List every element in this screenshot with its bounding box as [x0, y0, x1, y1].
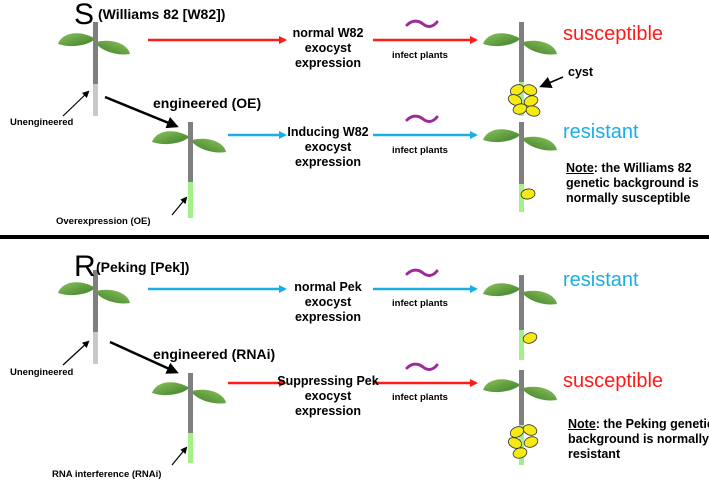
step-w82-normal: normal W82 exocyst expression: [292, 26, 364, 70]
rnai-label: RNA interference (RNAi): [52, 469, 162, 480]
step-pek-normal: normal Pek exocyst expression: [294, 280, 362, 324]
arrow-to-engineered-oe: [104, 95, 179, 129]
plant-pek-engineered: [152, 373, 226, 463]
outcome-w82-resistant: resistant: [563, 121, 639, 143]
nematode-icon: [405, 19, 439, 28]
plant-w82-resistant-result: [483, 122, 557, 212]
unengineered-label-bottom: Unengineered: [10, 367, 74, 378]
section-divider: [0, 235, 709, 239]
outcome-pek-susceptible: susceptible: [563, 370, 664, 392]
step-w82-inducing: Inducing W82 exocyst expression: [287, 125, 369, 169]
overexpression-label: Overexpression (OE): [56, 216, 151, 227]
plant-pek-unengineered: [58, 270, 130, 364]
plant-w82-susceptible-result: [483, 22, 557, 116]
cultivar-w82-label: (Williams 82 [W82]): [98, 6, 226, 22]
arrow-unengineered-bottom: [62, 340, 90, 366]
nematode-icon: [405, 114, 439, 123]
infect-label-top-1: infect plants: [392, 50, 448, 61]
cultivar-pek-label: (Peking [Pek]): [96, 259, 190, 275]
note-w82: Note: the Williams 82 genetic background…: [566, 161, 709, 206]
outcome-w82-susceptible: susceptible: [563, 23, 664, 45]
plant-w82-engineered: [152, 122, 226, 218]
plant-w82-unengineered: [58, 22, 130, 116]
note-w82-prefix: Note: [566, 161, 594, 175]
step-pek-suppressing: Suppressing Pek exocyst expression: [277, 374, 379, 418]
outcome-pek-resistant: resistant: [563, 269, 639, 291]
cyst-label: cyst: [568, 65, 594, 79]
infect-label-bottom-1: infect plants: [392, 298, 448, 309]
cyst-pointer-arrow: [539, 76, 564, 88]
arrow-unengineered-top: [62, 90, 90, 117]
susceptible-letter: S: [74, 0, 95, 31]
note-pek-text: : the Peking genetic background is norma…: [568, 417, 709, 461]
note-pek-prefix: Note: [568, 417, 596, 431]
arrow-to-engineered-rnai: [109, 340, 179, 374]
infect-label-top-2: infect plants: [392, 145, 448, 156]
cyst-cluster-top: [507, 84, 541, 117]
cyst-cluster-bottom: [507, 424, 539, 459]
engineered-oe-label: engineered (OE): [153, 95, 262, 111]
note-w82-text: : the Williams 82 genetic background is …: [566, 161, 699, 205]
engineered-rnai-label: engineered (RNAi): [153, 346, 276, 362]
nematode-icon: [405, 268, 439, 277]
arrow-rnai: [171, 446, 188, 466]
unengineered-label-top: Unengineered: [10, 117, 74, 128]
nematode-icon: [405, 362, 439, 371]
resistant-letter: R: [74, 250, 96, 283]
arrow-overexpression: [171, 196, 188, 216]
plant-pek-resistant-result: [483, 275, 557, 360]
note-pek: Note: the Peking genetic background is n…: [568, 417, 709, 462]
infect-label-bottom-2: infect plants: [392, 392, 448, 403]
